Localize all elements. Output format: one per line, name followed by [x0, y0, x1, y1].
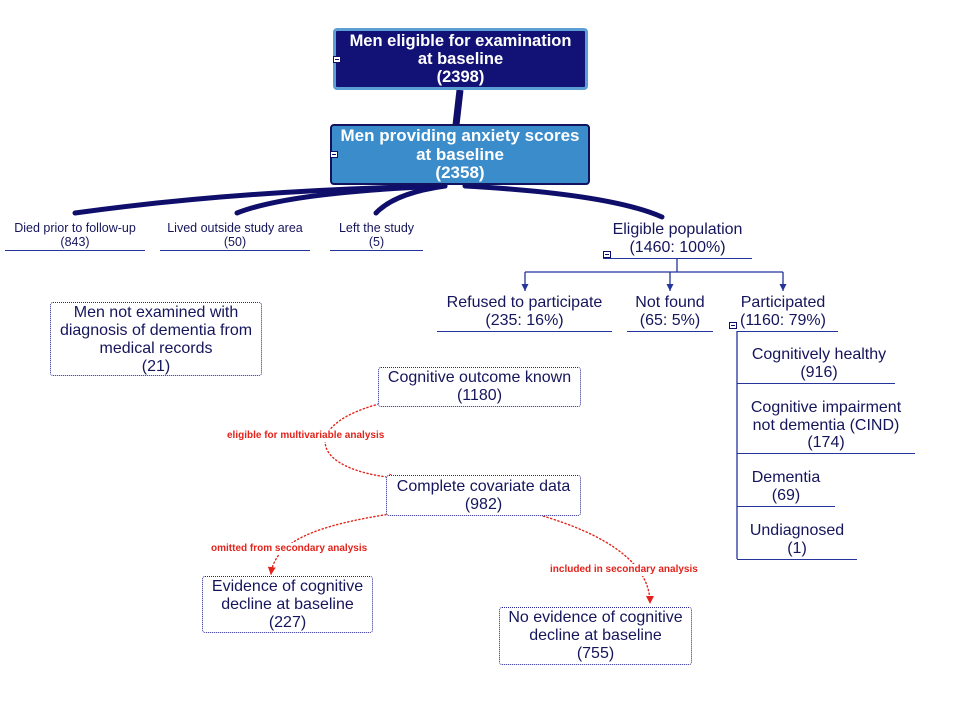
node-count: (65: 5%) [639, 312, 701, 329]
box-line: diagnosis of dementia from [59, 322, 253, 339]
root-box-count: (2398) [436, 68, 485, 86]
node-count: (1) [787, 540, 807, 557]
participated-node: Participated (1160: 79%) [737, 294, 838, 332]
included-arrow [535, 513, 654, 604]
anxiety-to-lived-outside-connector [234, 183, 448, 216]
box-count: (1180) [456, 387, 503, 404]
collapse-icon[interactable] [729, 322, 737, 329]
node-count: (235: 16%) [485, 312, 564, 329]
node-label: Refused to participate [446, 294, 603, 311]
box-line: medical records [99, 340, 213, 357]
anxiety-box-count: (2358) [435, 163, 485, 182]
omitted-annotation: omitted from secondary analysis [210, 543, 369, 555]
anxiety-to-eligible-connector [462, 183, 665, 220]
left-study-node: Left the study (5) [330, 221, 423, 251]
node-label: Cognitive impairment [750, 399, 902, 416]
collapse-icon[interactable] [333, 56, 341, 63]
node-label: Died prior to follow-up [14, 221, 136, 235]
node-count: (69) [771, 487, 801, 504]
node-label: Not found [635, 294, 705, 311]
node-label: Undiagnosed [749, 522, 845, 539]
root-box-line: Men eligible for examination [349, 32, 572, 50]
collapse-icon[interactable] [330, 151, 338, 158]
node-label: Left the study [338, 221, 415, 235]
node-count: (843) [60, 235, 90, 249]
node-label: Dementia [751, 469, 821, 486]
anxiety-box-line: Men providing anxiety scores [340, 126, 580, 145]
box-line: Complete covariate data [396, 478, 571, 495]
box-count: (755) [576, 645, 615, 662]
node-count: (1460: 100%) [629, 239, 726, 256]
died-prior-node: Died prior to follow-up (843) [5, 221, 145, 251]
multivariable-arrow [324, 403, 397, 482]
refused-node: Refused to participate (235: 16%) [437, 294, 612, 332]
collapse-icon[interactable] [603, 251, 611, 258]
complete-covariate-box: Complete covariate data (982) [386, 475, 581, 516]
cind-node: Cognitive impairment not dementia (CIND)… [737, 399, 915, 454]
box-count: (21) [141, 358, 171, 375]
box-line: Cognitive outcome known [387, 369, 572, 386]
dementia-records-box: Men not examined with diagnosis of demen… [50, 302, 262, 376]
root-box-line: at baseline [417, 50, 504, 68]
eligible-for-examination-box: Men eligible for examination at baseline… [333, 28, 588, 90]
node-count: (50) [223, 235, 247, 249]
undiagnosed-node: Undiagnosed (1) [737, 522, 857, 560]
box-count: (982) [464, 496, 503, 513]
box-line: No evidence of cognitive [508, 609, 683, 626]
eligible-population-node: Eligible population (1460: 100%) [603, 221, 752, 259]
anxiety-to-left-study-connector [373, 183, 448, 216]
box-line: Men not examined with [73, 304, 239, 321]
root-to-anxiety-connector [452, 89, 464, 126]
multivariable-annotation: eligible for multivariable analysis [226, 430, 386, 442]
box-line: decline at baseline [529, 627, 662, 644]
node-label: Cognitively healthy [751, 346, 887, 363]
node-label: Lived outside study area [167, 221, 303, 235]
included-annotation: included in secondary analysis [549, 564, 699, 576]
box-line: Evidence of cognitive [211, 578, 364, 595]
outcome-known-box: Cognitive outcome known (1180) [378, 367, 581, 407]
box-count: (227) [268, 614, 307, 631]
not-found-node: Not found (65: 5%) [627, 294, 713, 332]
anxiety-box-line: at baseline [416, 144, 504, 164]
node-count: (916) [800, 364, 838, 381]
dementia-node: Dementia (69) [737, 469, 835, 507]
node-label: not dementia (CIND) [752, 416, 900, 434]
node-count: (5) [368, 235, 385, 249]
box-line: decline at baseline [221, 596, 354, 613]
node-label: Eligible population [612, 221, 743, 238]
omitted-arrow [267, 513, 391, 575]
decline-evidence-box: Evidence of cognitive decline at baselin… [202, 576, 373, 633]
anxiety-scores-box: Men providing anxiety scores at baseline… [330, 124, 590, 185]
node-label: Participated [740, 294, 826, 311]
node-count: (174) [807, 434, 845, 451]
lived-outside-node: Lived outside study area (50) [160, 221, 310, 251]
cognitively-healthy-node: Cognitively healthy (916) [737, 346, 895, 384]
no-decline-evidence-box: No evidence of cognitive decline at base… [499, 607, 692, 665]
node-count: (1160: 79%) [740, 312, 826, 329]
